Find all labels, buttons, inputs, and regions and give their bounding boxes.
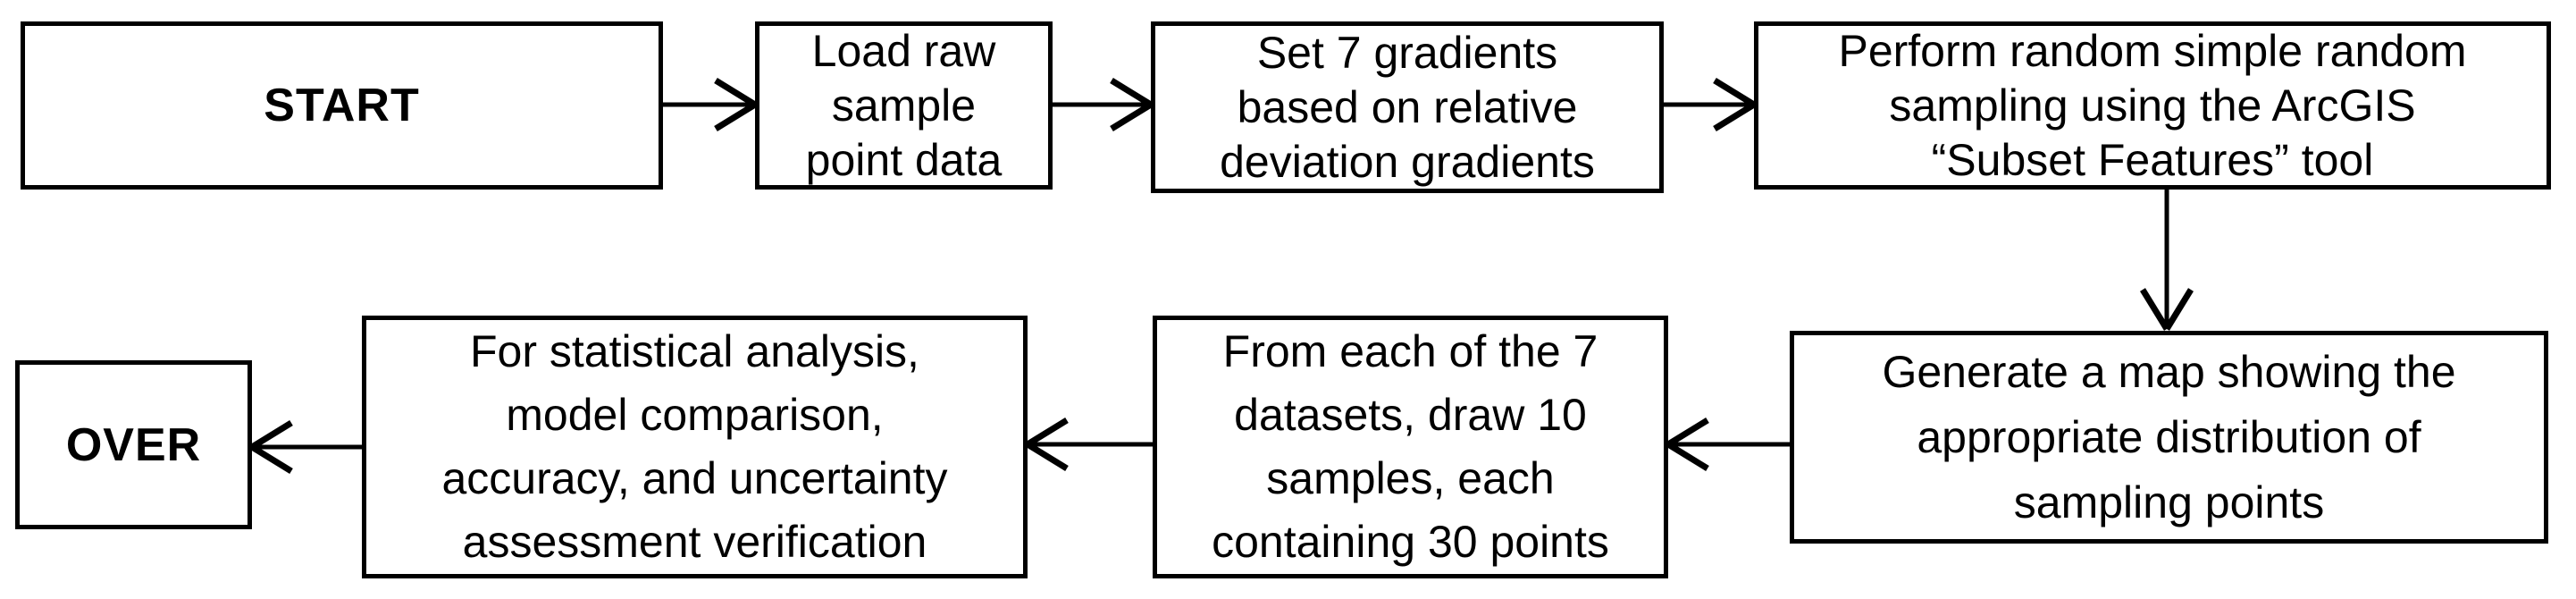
flow-node-statistical-analysis: For statistical analysis, model comparis… (362, 316, 1028, 578)
flow-node-start-label: START (264, 80, 420, 131)
edge-start-to-load (663, 78, 757, 131)
edge-map-to-draw (1666, 418, 1790, 471)
flow-node-random-sampling: Perform random simple random sampling us… (1754, 21, 2551, 190)
flow-node-generate-map-label: Generate a map showing the appropriate d… (1882, 346, 2456, 527)
edge-gradients-to-sampling (1664, 78, 1756, 131)
flow-node-set-gradients-label: Set 7 gradients based on relative deviat… (1220, 27, 1595, 187)
edge-sampling-to-map (2140, 190, 2194, 331)
flow-node-load-raw-data: Load raw sample point data (755, 21, 1053, 190)
edge-draw-to-stats (1026, 418, 1153, 471)
flow-node-load-raw-data-label: Load raw sample point data (805, 25, 1003, 185)
flow-node-draw-samples: From each of the 7 datasets, draw 10 sam… (1153, 316, 1668, 578)
flow-node-start: START (21, 21, 663, 190)
edge-load-to-gradients (1053, 78, 1153, 131)
flow-node-over-label: OVER (65, 418, 202, 471)
flow-node-over: OVER (15, 360, 252, 529)
edge-stats-to-over (250, 420, 362, 474)
flow-node-generate-map: Generate a map showing the appropriate d… (1790, 331, 2548, 544)
flow-node-random-sampling-label: Perform random simple random sampling us… (1838, 25, 2467, 185)
flow-node-set-gradients: Set 7 gradients based on relative deviat… (1151, 21, 1664, 193)
flow-node-draw-samples-label: From each of the 7 datasets, draw 10 sam… (1212, 326, 1609, 567)
flow-node-statistical-analysis-label: For statistical analysis, model comparis… (441, 326, 948, 567)
